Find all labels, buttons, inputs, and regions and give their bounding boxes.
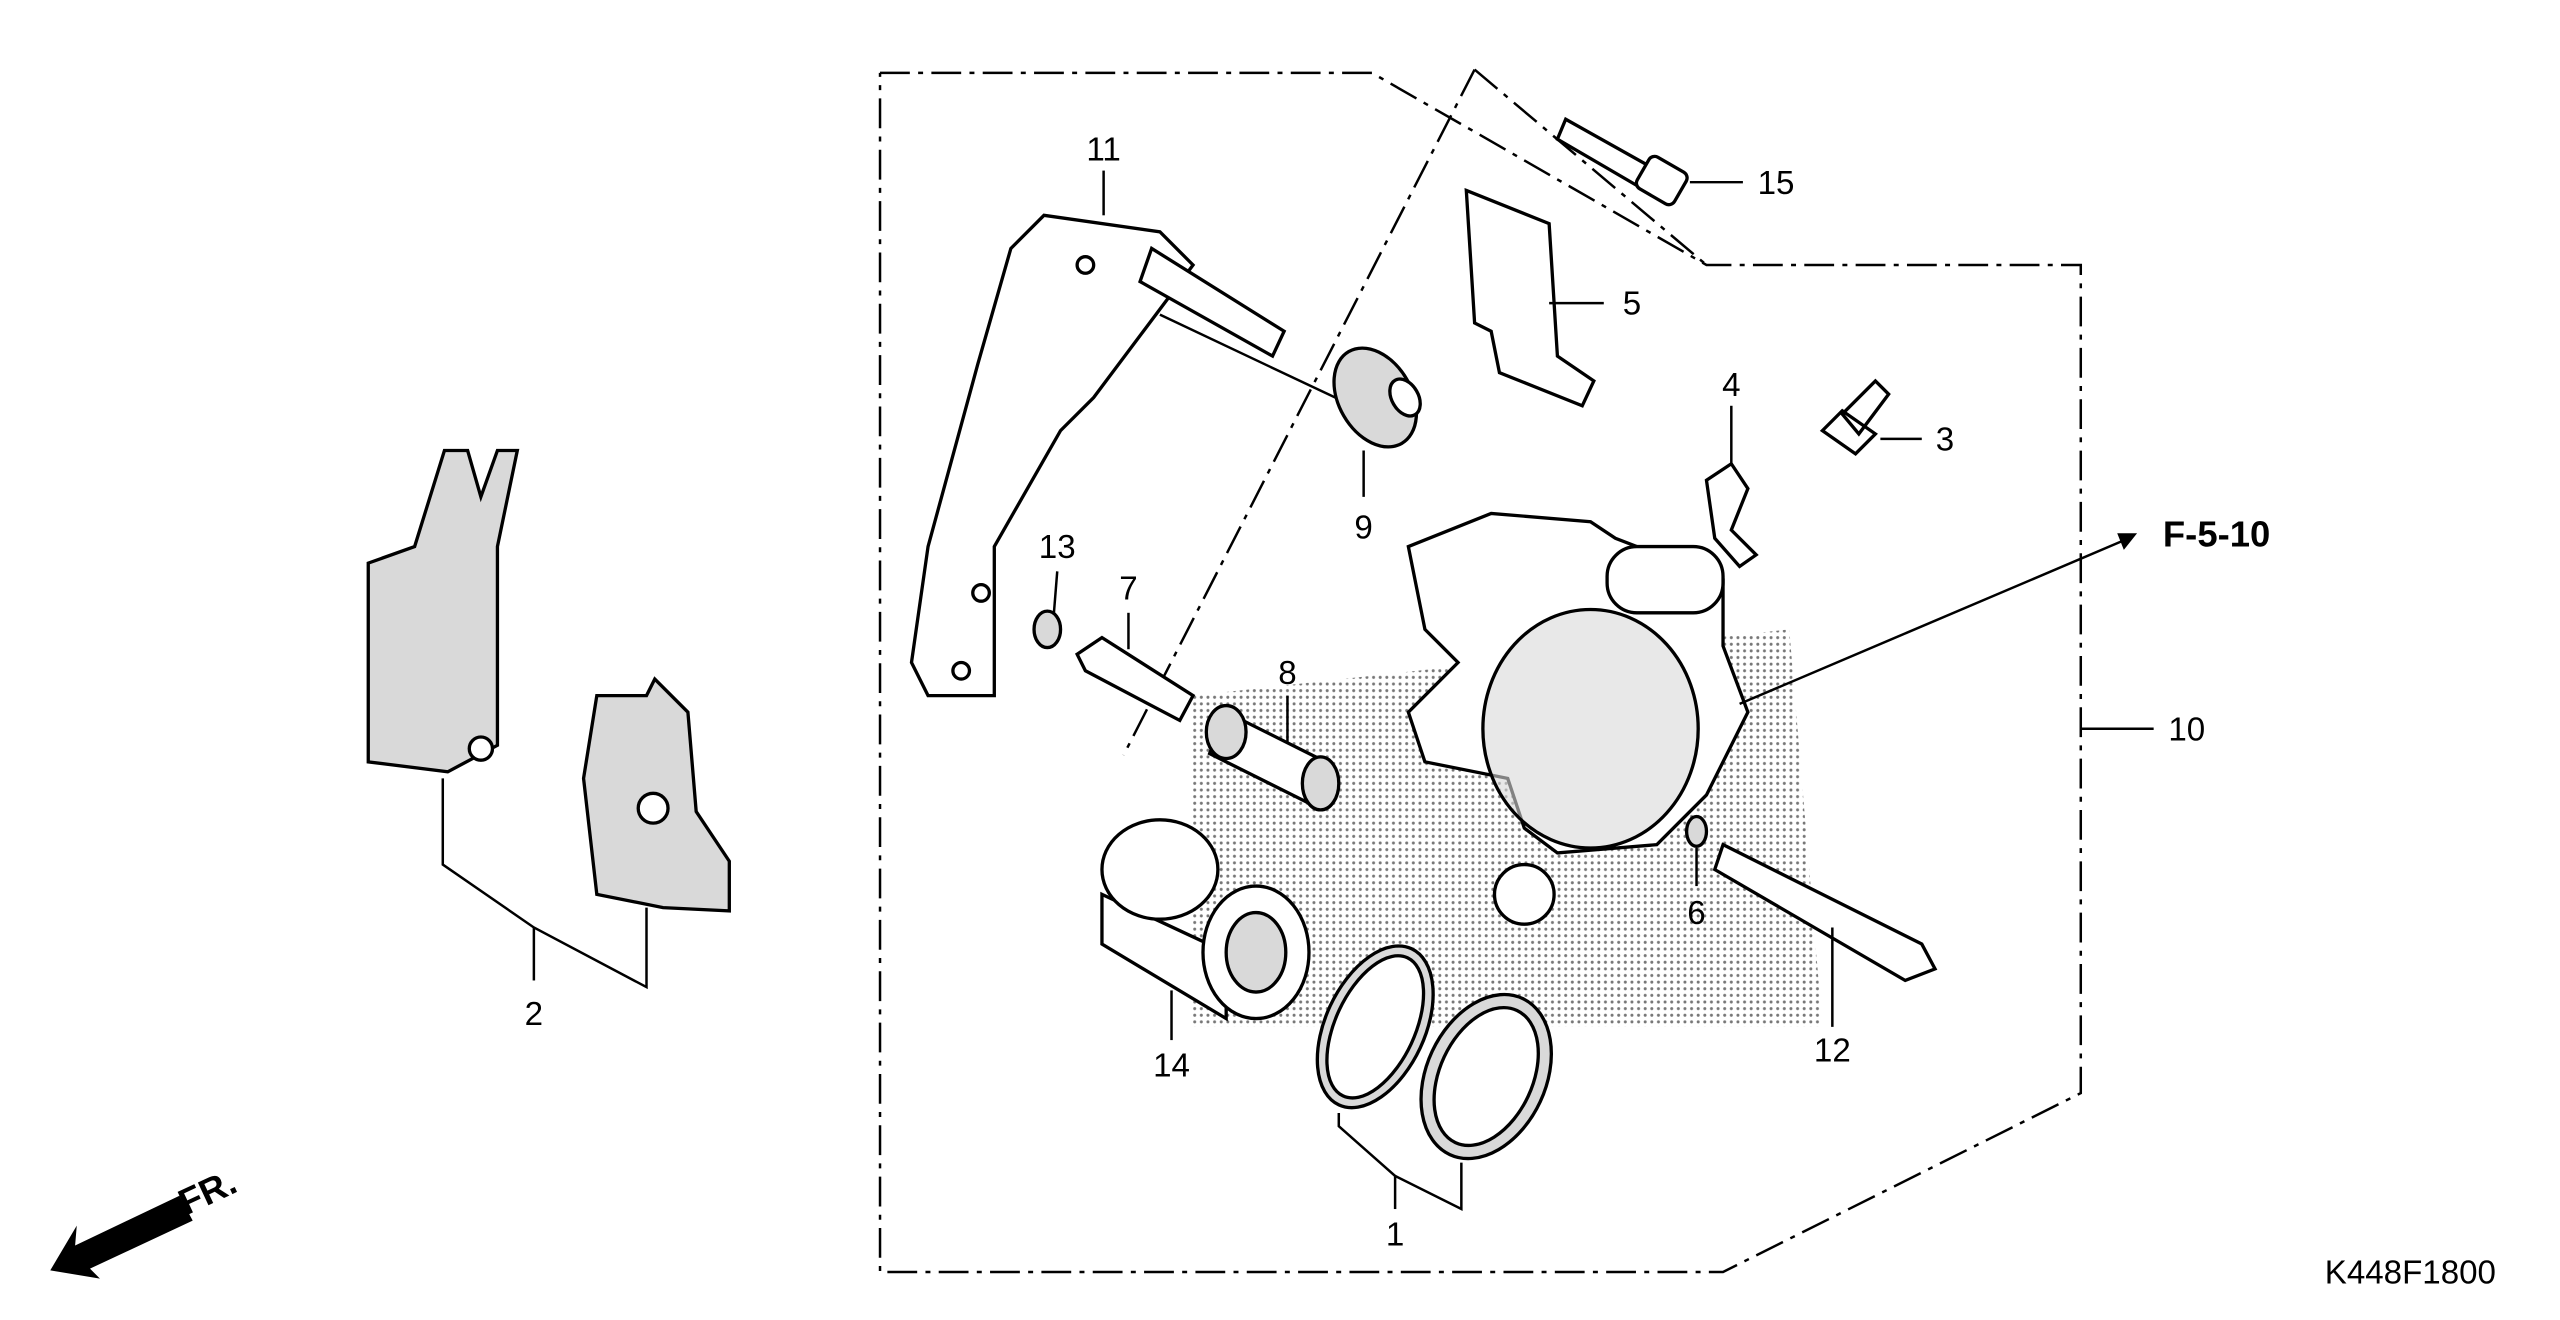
callout-14[interactable]: 14 (1153, 1048, 1190, 1085)
washer-6[interactable] (1684, 814, 1709, 848)
front-direction-arrow: FR. (50, 1161, 243, 1279)
callout-4[interactable]: 4 (1722, 367, 1740, 404)
callout-9[interactable]: 9 (1354, 509, 1372, 546)
boot-9[interactable] (1317, 333, 1433, 461)
callout-6[interactable]: 6 (1687, 895, 1705, 932)
callout-15[interactable]: 15 (1758, 165, 1795, 202)
split-line (1122, 68, 1476, 756)
pad-spring[interactable] (1464, 187, 1596, 408)
washer-13[interactable] (1032, 609, 1063, 650)
callout-8[interactable]: 8 (1278, 655, 1296, 692)
callout-5[interactable]: 5 (1623, 286, 1641, 323)
caliper-bracket[interactable] (909, 213, 1287, 698)
bleeder-cap[interactable] (1704, 461, 1759, 569)
pin-8[interactable] (1204, 703, 1341, 812)
brake-pad-right[interactable] (581, 676, 731, 913)
callout-2[interactable]: 2 (525, 996, 543, 1033)
piston[interactable] (1100, 818, 1311, 1022)
pin-7[interactable] (1074, 635, 1196, 723)
pin-12[interactable] (1712, 842, 1938, 983)
callout-10[interactable]: 10 (2168, 711, 2205, 748)
assembly-boundary (878, 71, 2083, 1274)
callout-13[interactable]: 13 (1039, 529, 1076, 566)
callout-12[interactable]: 12 (1814, 1033, 1851, 1070)
reference-link[interactable]: F-5-10 (2163, 514, 2270, 555)
bolt-15[interactable] (1555, 116, 1689, 207)
reference-leader (1739, 537, 2130, 706)
caliper-body[interactable] (1406, 511, 1750, 926)
callout-1[interactable]: 1 (1386, 1216, 1404, 1253)
callout-7[interactable]: 7 (1119, 571, 1137, 608)
callout-11[interactable]: 11 (1086, 132, 1120, 169)
diagram-code: K448F1800 (2325, 1255, 2496, 1292)
callout-3[interactable]: 3 (1936, 421, 1954, 458)
bleeder-screw[interactable] (1819, 378, 1891, 456)
brake-pad-left[interactable] (366, 448, 520, 774)
